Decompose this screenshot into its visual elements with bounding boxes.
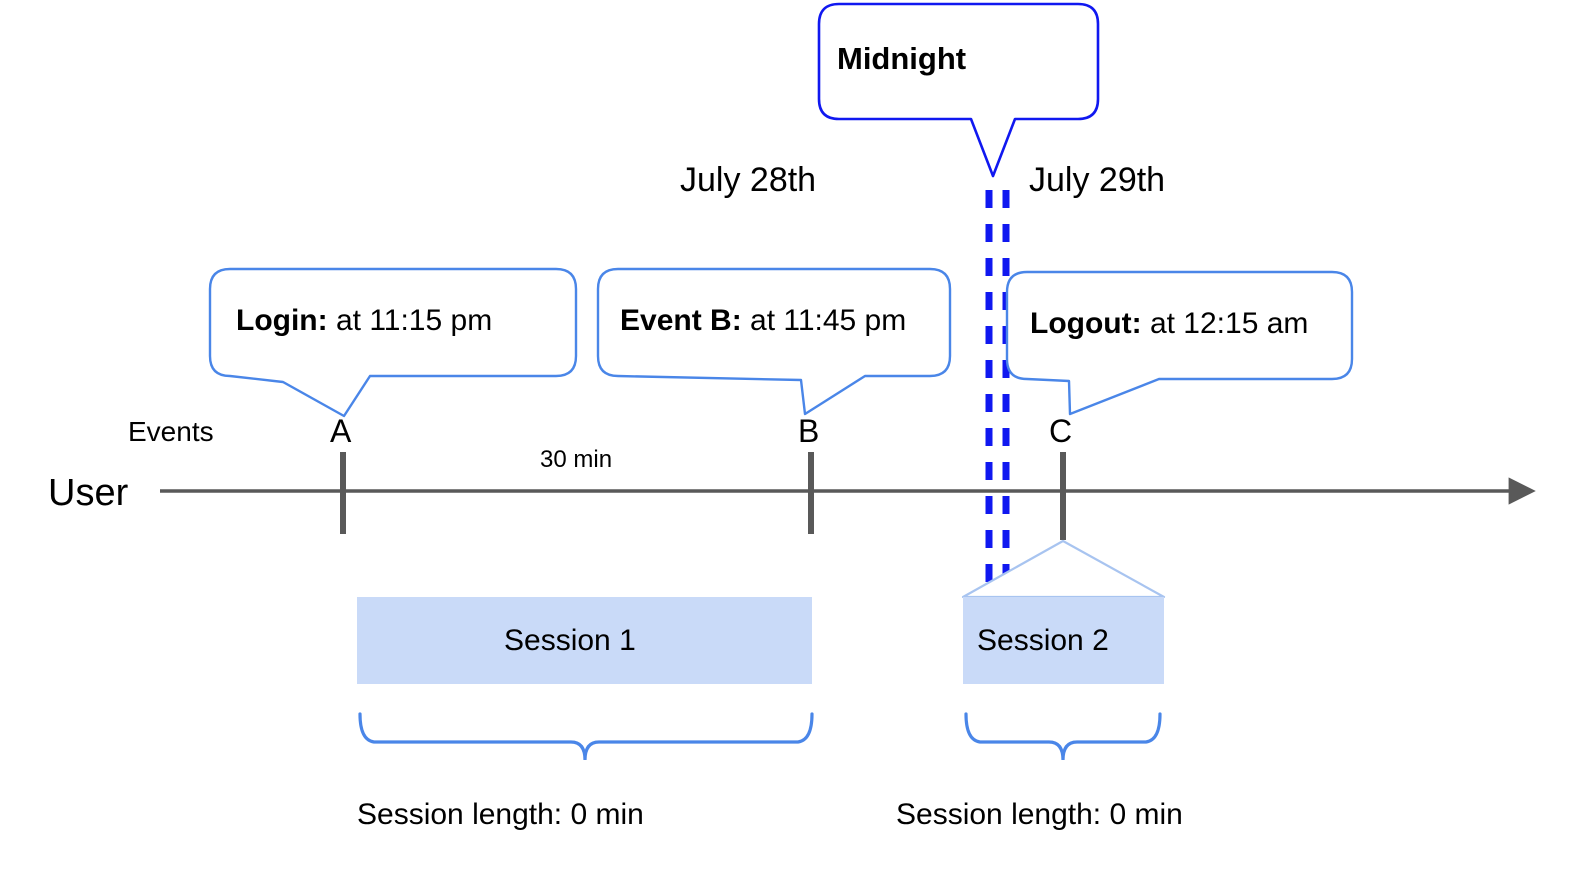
events-row-label: Events [128,416,214,447]
callout-shape-login [208,267,578,418]
session-1-brace [358,712,814,761]
callout-event-b: Event B: at 11:45 pm [620,306,906,336]
date-label-july-28: July 28th [680,161,817,199]
callout-event-b-lead: Event B: [620,304,742,337]
session-1-label: Session 1 [504,624,636,657]
date-label-july-29: July 29th [1029,161,1166,199]
session-2-brace [964,712,1162,761]
midnight-callout-label: Midnight [837,41,967,76]
session-2-block [961,539,1166,684]
callout-logout: Logout: at 12:15 am [1030,309,1308,339]
callout-login: Login: at 11:15 pm [236,306,492,336]
callout-logout-lead: Logout: [1030,307,1142,340]
marker-label-c: C [1049,413,1073,449]
marker-label-a: A [330,413,352,449]
axis-row-label-user: User [48,472,129,514]
callout-shape-logout [1005,270,1354,416]
callout-shape-event-b [596,267,952,416]
callout-event-b-detail: at 11:45 pm [741,304,907,337]
session-2-length-label: Session length: 0 min [896,798,1183,831]
marker-label-b: B [798,413,820,449]
midnight-dashed-lines [985,190,1010,585]
duration-label-30-min: 30 min [540,446,613,473]
session-1-length-label: Session length: 0 min [357,798,644,831]
callout-logout-detail: at 12:15 am [1141,307,1309,340]
callout-login-detail: at 11:15 pm [327,304,493,337]
midnight-callout-shape [817,2,1100,178]
callout-login-lead: Login: [236,304,328,337]
session-1-block [357,597,812,684]
session-2-label: Session 2 [977,624,1109,657]
